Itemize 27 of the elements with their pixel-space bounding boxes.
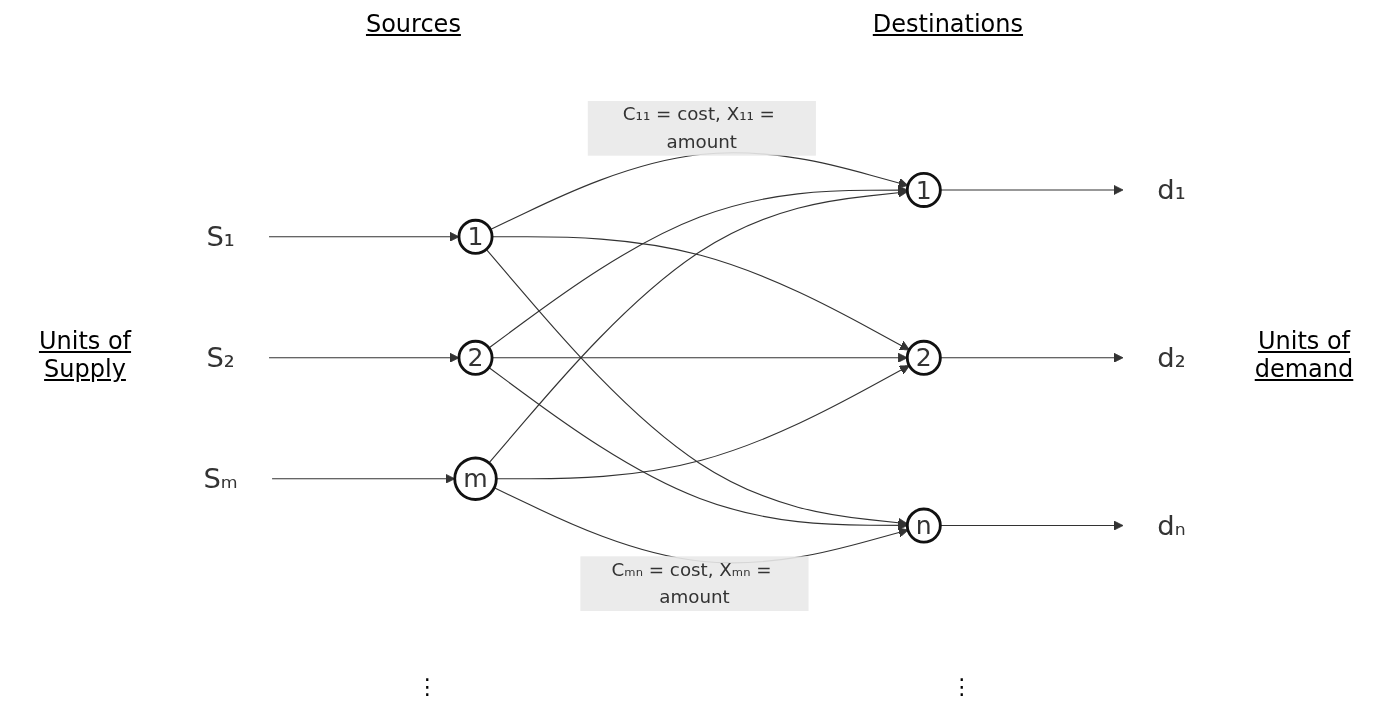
node-circle: 1: [905, 171, 942, 208]
arrow: [491, 352, 908, 363]
column-heading: Sources: [365, 10, 461, 38]
edge-label: Cₘₙ = cost, Xₘₙ = amount: [611, 558, 772, 608]
node-circle: 2: [457, 339, 494, 376]
node-text: S₂: [206, 341, 235, 374]
ellipsis-mark: ⋮: [950, 674, 973, 699]
arrow: [491, 236, 910, 351]
node-text: d₂: [1157, 341, 1186, 374]
arrow: [488, 185, 908, 349]
node-circle: 2: [905, 339, 942, 376]
arrow: [268, 352, 460, 363]
node-circle: m: [453, 456, 498, 501]
side-note: Units of demand: [1254, 326, 1354, 383]
node-circle: 1: [457, 218, 494, 255]
edge-label: C₁₁ = cost, X₁₁ = amount: [622, 103, 775, 153]
side-note: Units of Supply: [38, 326, 132, 383]
node-text: Sₘ: [203, 462, 238, 495]
ellipsis-mark: ⋮: [416, 674, 439, 699]
node-text: S₁: [206, 220, 235, 253]
node-text: dₙ: [1157, 509, 1186, 542]
node-circle: n: [905, 507, 942, 544]
column-heading: Destinations: [872, 10, 1024, 38]
arrow: [488, 367, 908, 531]
arrow: [268, 231, 460, 242]
arrow: [488, 187, 908, 464]
node-text: d₁: [1157, 173, 1186, 206]
